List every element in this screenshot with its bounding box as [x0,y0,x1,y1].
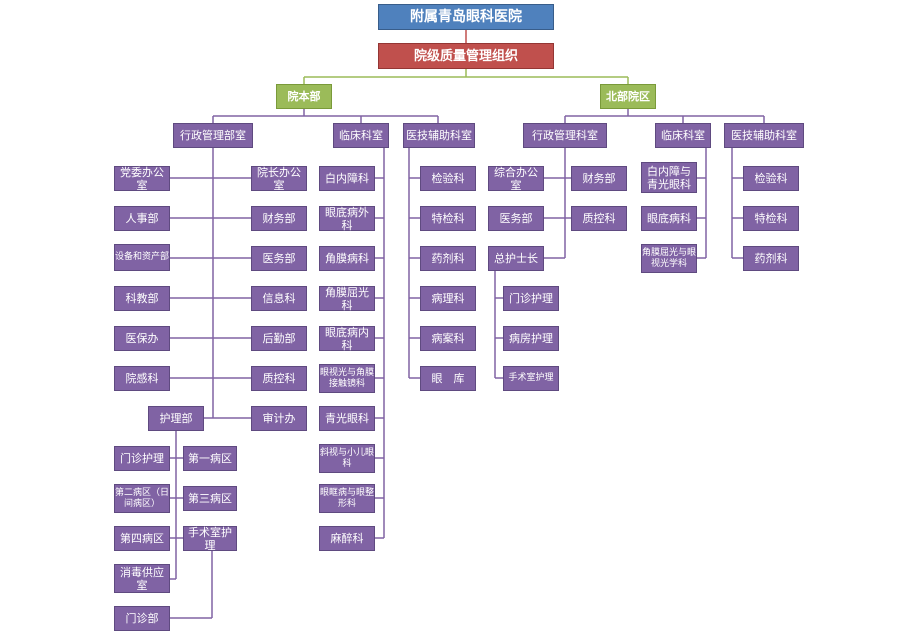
main-aux-header: 医技辅助科室 [403,123,475,148]
main-admin-left-item: 设备和资产部 [114,244,170,271]
hospital-title: 附属青岛眼科医院 [378,4,554,30]
campus-main: 院本部 [276,84,332,109]
main-clinical-item: 斜视与小儿眼科 [319,444,375,473]
north-nursing-item: 手术室护理 [503,366,559,391]
quality-org-title: 院级质量管理组织 [378,43,554,69]
main-admin-left-item: 医保办 [114,326,170,351]
north-aux-item: 药剂科 [743,246,799,271]
main-admin-right-item: 信息科 [251,286,307,311]
main-nursing-left-item: 门诊护理 [114,446,170,471]
main-clinical-item: 角膜病科 [319,246,375,271]
main-admin-left-item: 党委办公室 [114,166,170,192]
north-clinical-header: 临床科室 [655,123,711,148]
north-admin-header: 行政管理科室 [523,123,607,148]
north-nursing-item: 门诊护理 [503,286,559,311]
main-aux-item: 药剂科 [420,246,476,271]
main-clinical-item: 眼视光与角膜接触镜科 [319,364,375,393]
campus-north: 北部院区 [600,84,656,109]
main-clinical-item: 麻醉科 [319,526,375,551]
north-admin-right-item: 质控科 [571,206,627,231]
main-clinical-item: 青光眼科 [319,406,375,431]
main-clinical-header: 临床科室 [333,123,389,148]
main-nursing-left-item: 消毒供应室 [114,564,170,593]
main-admin-right-item: 医务部 [251,246,307,271]
main-clinical-item: 白内障科 [319,166,375,191]
north-clinical-item: 眼底病科 [641,206,697,231]
main-admin-left-item: 人事部 [114,206,170,231]
main-aux-item: 眼 库 [420,366,476,391]
main-admin-right-item: 审计办 [251,406,307,431]
main-nursing-left-item: 第二病区（日间病区） [114,484,170,513]
main-admin-left-item: 院感科 [114,366,170,391]
main-aux-item: 病案科 [420,326,476,351]
north-nursing-header: 总护士长 [488,246,544,271]
north-admin-left-item: 医务部 [488,206,544,231]
main-clinical-item: 眼底病内科 [319,326,375,352]
main-nursing-left-item: 第四病区 [114,526,170,551]
main-admin-right-item: 后勤部 [251,326,307,351]
north-nursing-item: 病房护理 [503,326,559,351]
main-clinical-item: 眼眶病与眼整形科 [319,484,375,513]
main-aux-item: 检验科 [420,166,476,191]
main-nursing-header: 护理部 [148,406,204,431]
main-aux-item: 病理科 [420,286,476,311]
north-admin-left-item: 综合办公室 [488,166,544,192]
main-admin-left-item: 科教部 [114,286,170,311]
north-admin-right-item: 财务部 [571,166,627,191]
main-clinical-item: 眼底病外科 [319,206,375,232]
north-aux-item: 特检科 [743,206,799,231]
north-aux-header: 医技辅助科室 [724,123,804,148]
north-aux-item: 检验科 [743,166,799,191]
main-clinical-item: 角膜屈光科 [319,286,375,312]
main-admin-right-item: 质控科 [251,366,307,391]
main-aux-item: 特检科 [420,206,476,231]
north-clinical-item: 角膜屈光与眼视光学科 [641,244,697,273]
main-nursing-right-item: 第一病区 [183,446,237,471]
main-admin-right-item: 院长办公室 [251,166,307,192]
main-nursing-right-item: 第三病区 [183,486,237,511]
north-clinical-item: 白内障与青光眼科 [641,162,697,193]
main-admin-right-item: 财务部 [251,206,307,231]
main-nursing-right-item: 手术室护理 [183,526,237,552]
main-nursing-left-item: 门诊部 [114,606,170,631]
main-admin-header: 行政管理部室 [173,123,253,148]
